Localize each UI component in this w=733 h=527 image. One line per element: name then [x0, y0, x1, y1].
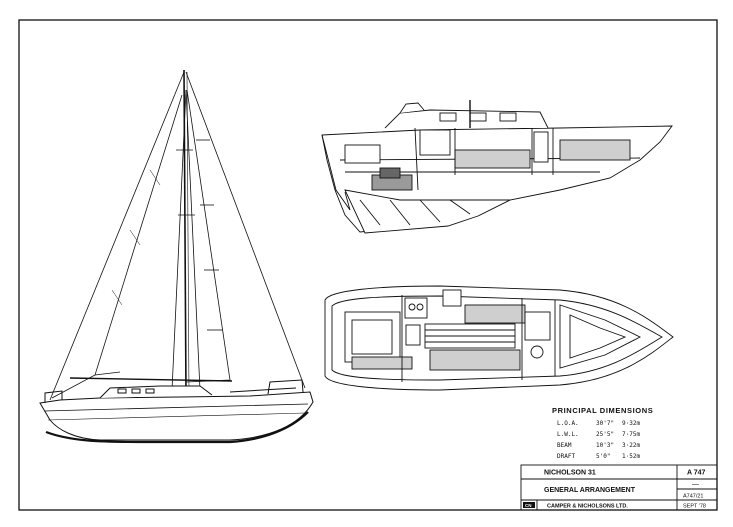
- principal-dimensions-heading: PRINCIPAL DIMENSIONS: [552, 406, 653, 415]
- company-logo: CN: [523, 502, 535, 508]
- dimension-imperial: 5'0": [596, 453, 610, 460]
- dimension-label: L.W.L.: [557, 431, 579, 438]
- profile-keel: [344, 189, 511, 234]
- boom: [69, 377, 233, 382]
- accommodation-plan: [324, 285, 674, 391]
- dimension-imperial: 25'5": [596, 431, 614, 438]
- company-name: CAMPER & NICHOLSONS LTD.: [547, 504, 628, 510]
- jib: [51, 94, 183, 399]
- drawing-number-dash: —: [692, 481, 699, 488]
- sail-plan-hull: [39, 379, 314, 444]
- mainsail: [185, 89, 231, 383]
- sail-plan: [49, 69, 306, 401]
- svg-text:CN: CN: [525, 503, 532, 508]
- title-block: [520, 464, 718, 511]
- drawing-border: [18, 19, 718, 511]
- drawing-date: SEPT '78: [683, 504, 706, 510]
- dimension-imperial: 10'3": [596, 442, 614, 449]
- dimension-label: L.O.A.: [557, 420, 579, 427]
- dimension-label: DRAFT: [557, 453, 575, 460]
- vessel-name: NICHOLSON 31: [544, 470, 596, 477]
- dimension-metric: 3·22m: [622, 442, 640, 449]
- sheet-reference: A747/21: [683, 494, 704, 500]
- inboard-profile: [321, 100, 673, 234]
- dimension-metric: 1·52m: [622, 453, 640, 460]
- backstay: [185, 71, 306, 389]
- drawing-title: GENERAL ARRANGEMENT: [544, 487, 636, 494]
- dimension-imperial: 30'7": [596, 420, 614, 427]
- dimension-metric: 9·32m: [622, 420, 640, 427]
- drawing-number: A 747: [687, 470, 706, 477]
- principal-dimensions-table: PRINCIPAL DIMENSIONS L.O.A. 30'7" 9·32mL.W…: [552, 406, 653, 460]
- forestay: [49, 71, 185, 401]
- dimension-metric: 7·75m: [622, 431, 640, 438]
- dimension-label: BEAM: [557, 442, 572, 449]
